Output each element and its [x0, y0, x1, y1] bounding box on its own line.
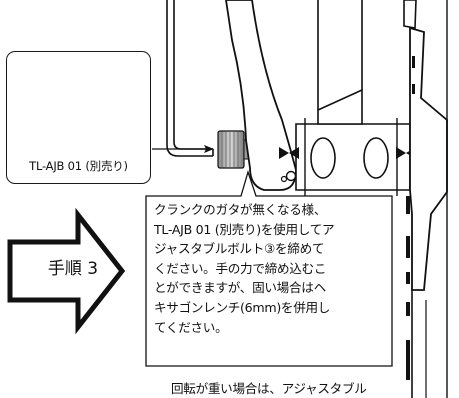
step-arrow-icon [7, 207, 126, 335]
pointer-arrow [152, 145, 214, 153]
bottom-bracket-shell [295, 88, 411, 196]
instruction-line: とができますが、固い場合はヘ [154, 280, 326, 296]
tool-caption: TL-AJB 01 (別売り) [29, 159, 128, 173]
instruction-line: ジャスタブルボルト③を締めて [154, 241, 325, 257]
instruction-text: クランクのガタが無くなる様、 TL-AJB 01 (別売り)を使用してア ジャス… [154, 200, 388, 337]
instruction-line: クランクのガタが無くなる様、 [154, 202, 327, 217]
instruction-line: キサゴンレンチ(6mm)を併用し [154, 299, 331, 315]
callout-box [145, 169, 393, 367]
adjustable-bolt-tool-icon [217, 130, 252, 169]
instruction-line: てください。 [154, 319, 228, 335]
instruction-line: TL-AJB 01 (別売り)を使用してア [154, 221, 335, 237]
seat-tube [317, 0, 363, 110]
tool-photo-frame: TL-AJB 01 (別売り) [6, 51, 151, 184]
step-label: 手順 3 [47, 259, 99, 279]
right-crank-chainring [403, 0, 448, 398]
bottom-note: 回転が重い場合は、アジャスタブル [171, 381, 367, 396]
instruction-line: ください。手の力で締め込むこ [154, 260, 327, 276]
left-crank-arm [225, 0, 297, 191]
hex-wrench-icon [166, 0, 214, 157]
